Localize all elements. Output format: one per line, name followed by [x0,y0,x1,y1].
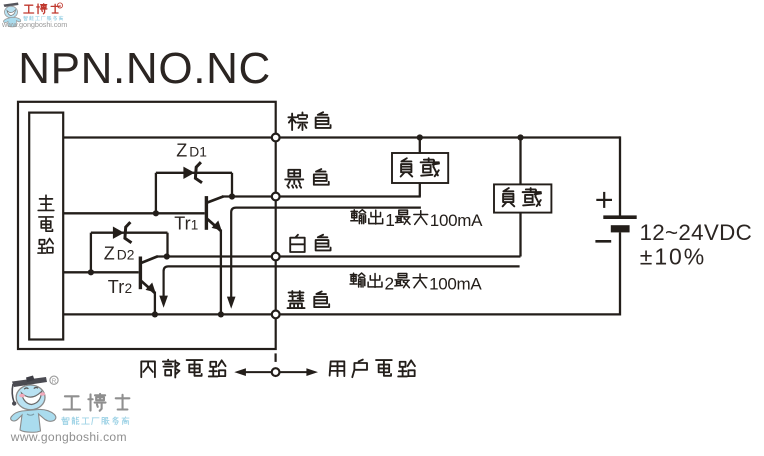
svg-text:R: R [52,378,57,385]
svg-text:1: 1 [191,218,199,233]
svg-text:D1: D1 [189,144,207,159]
svg-text:12~24VDC: 12~24VDC [640,220,753,245]
svg-text:2: 2 [125,281,133,296]
svg-text:T: T [108,277,119,297]
svg-text:r: r [118,277,124,297]
svg-text:NPN.NO.NC: NPN.NO.NC [18,44,271,93]
svg-text:±10%: ±10% [640,243,706,269]
svg-text:100mA: 100mA [430,211,483,230]
svg-text:2: 2 [385,274,395,294]
svg-text:www.gongboshi.com: www.gongboshi.com [10,430,127,444]
svg-text:1: 1 [385,210,395,230]
svg-text:Tr: Tr [174,214,190,234]
svg-text:Z: Z [104,243,115,263]
svg-text:Z: Z [176,140,187,160]
svg-text:R: R [59,3,62,8]
svg-text:100mA: 100mA [429,275,482,294]
svg-text:D2: D2 [117,247,135,262]
svg-text:www.gongboshi.com: www.gongboshi.com [1,20,67,29]
